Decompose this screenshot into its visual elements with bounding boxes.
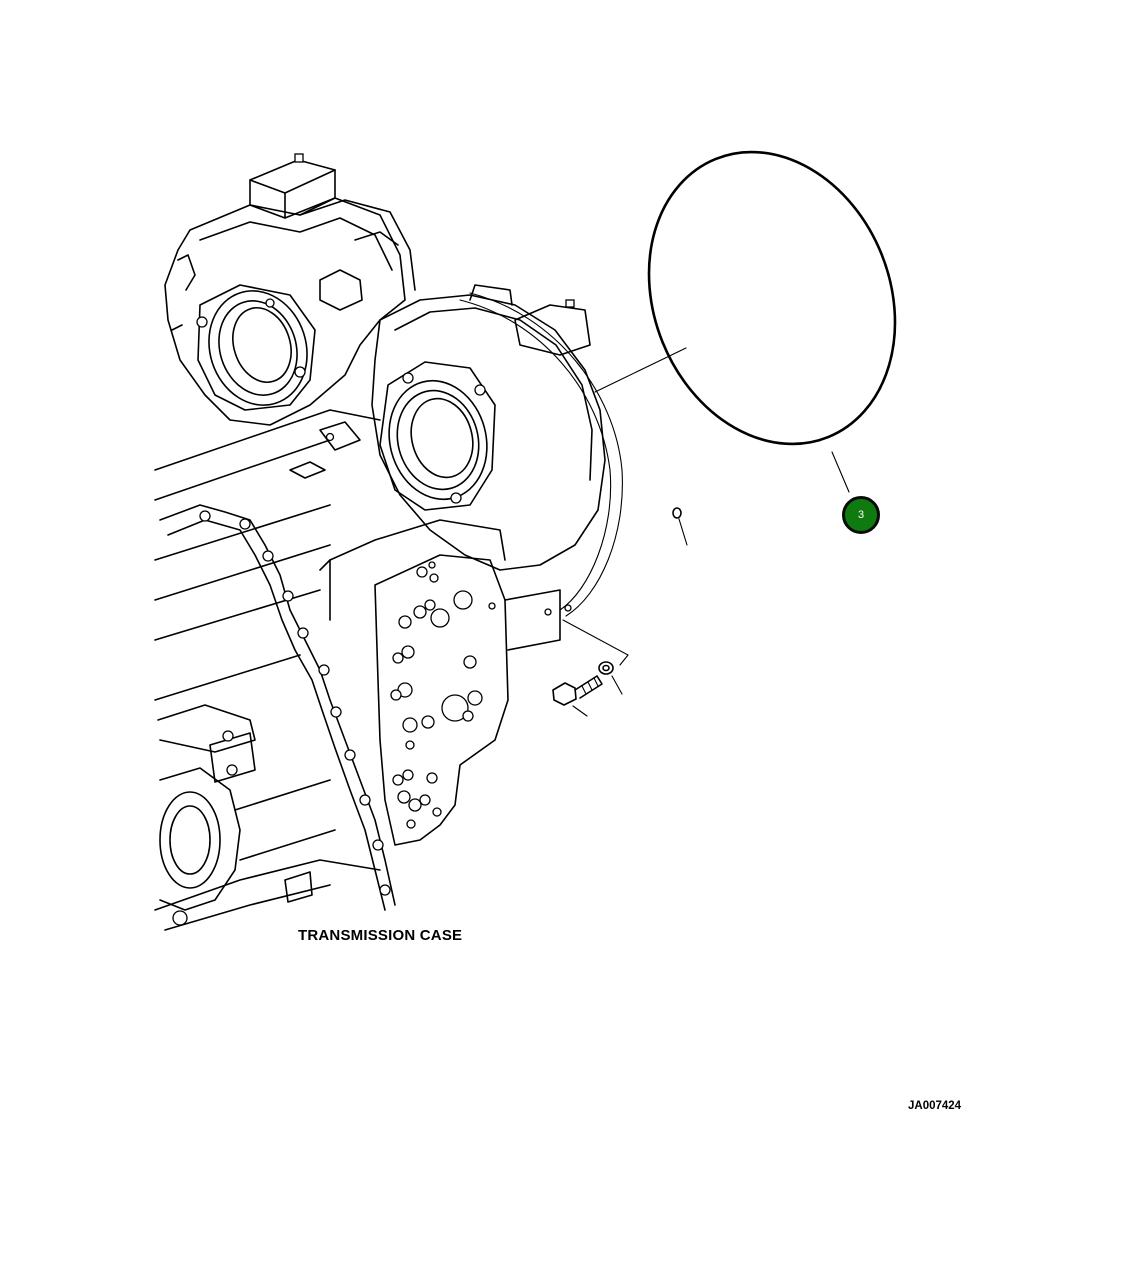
valve-plate-holes	[390, 561, 572, 829]
figure-id-label: JA007424	[908, 1100, 962, 1112]
callout-3-badge[interactable]: 3	[842, 496, 880, 534]
transmission-case-label: TRANSMISSION CASE	[298, 927, 463, 944]
bolt-and-washer-illustration	[552, 507, 688, 717]
o-ring-gasket-illustration	[594, 150, 897, 493]
transmission-case-illustration	[154, 153, 623, 931]
